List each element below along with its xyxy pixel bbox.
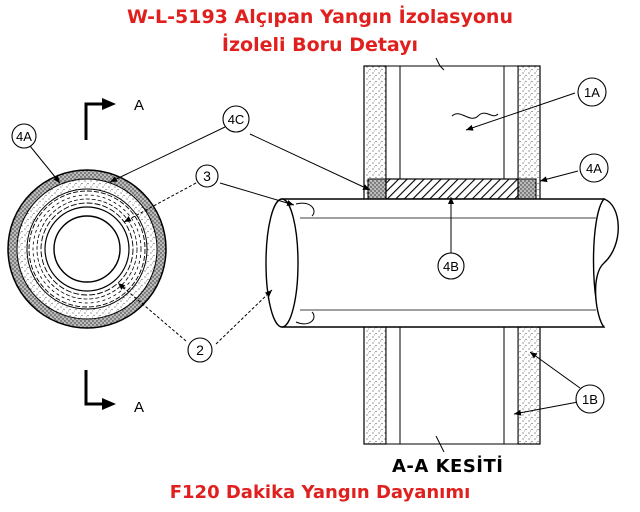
callout-1b: 1B: [575, 384, 605, 414]
callout-2: 2: [187, 337, 213, 363]
callout-4b: 4B: [437, 252, 465, 280]
svg-text:2: 2: [196, 342, 204, 358]
callout-3: 3: [195, 164, 219, 188]
section-marker-top: A: [84, 97, 144, 140]
callout-4c: 4C: [222, 105, 250, 133]
svg-text:1B: 1B: [582, 392, 598, 407]
svg-text:4A: 4A: [586, 161, 602, 176]
svg-text:3: 3: [203, 168, 211, 184]
svg-text:A: A: [134, 399, 144, 416]
callout-1a: 1A: [577, 77, 607, 107]
section-caption: A-A KESİTİ: [392, 456, 504, 477]
fire-rating-title: F120 Dakika Yangın Dayanımı: [169, 482, 471, 503]
callout-4a-left: 4A: [11, 123, 37, 149]
svg-text:4A: 4A: [16, 129, 32, 144]
title-line-2: İzoleli Boru Detayı: [221, 34, 419, 56]
leader-lines: [29, 92, 581, 416]
pipe-cross-section: [7, 169, 167, 329]
title-line-1: W-L-5193 Alçıpan Yangın İzolasyonu: [127, 6, 513, 28]
firestop-sealant-band: [367, 178, 537, 200]
callout-4a-right: 4A: [579, 153, 609, 183]
wrap-coil-ring: [28, 190, 146, 308]
section-marker-bottom: A: [84, 370, 144, 416]
svg-text:1A: 1A: [584, 85, 600, 100]
svg-text:4C: 4C: [228, 112, 245, 127]
svg-text:4B: 4B: [443, 259, 459, 274]
svg-text:A: A: [134, 97, 144, 114]
